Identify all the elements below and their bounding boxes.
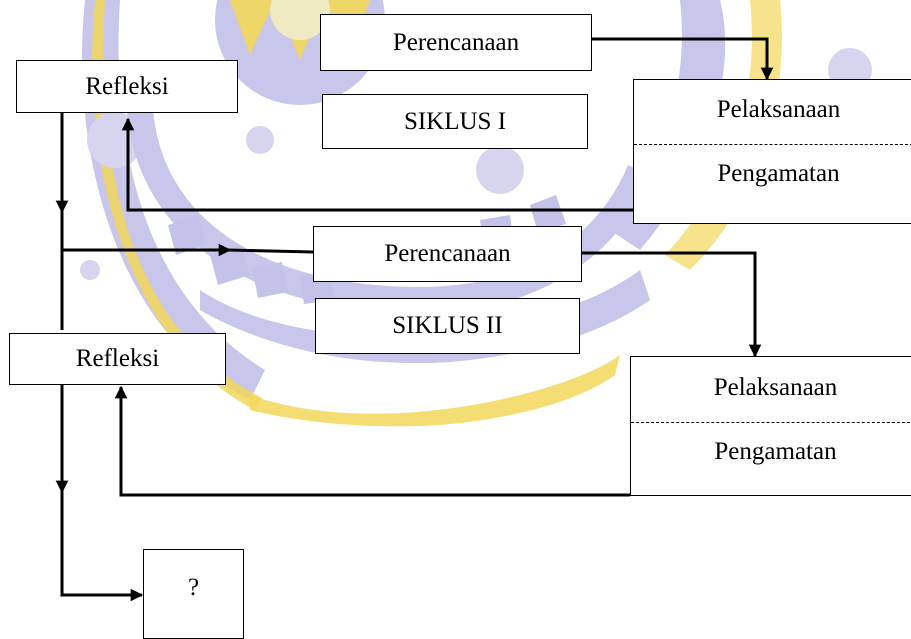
next-cycle-box: ? [143, 549, 244, 639]
reflection-label-cycle-2: Refleksi [75, 345, 160, 372]
arrow-observation1-to-reflection1 [121, 117, 633, 212]
arrow-planning2-to-action2 [582, 251, 762, 358]
action-observation-divider-cycle-2 [631, 422, 911, 423]
planning-box-cycle-1: Perencanaan [320, 14, 592, 71]
observation-label-cycle-2: Pengamatan [714, 438, 837, 465]
watermark-right-band [560, 0, 782, 270]
line-into-planning2 [227, 248, 314, 254]
arrow-planning1-to-action1 [592, 37, 774, 81]
arrow-to-next-cycle [60, 490, 144, 602]
next-cycle-label: ? [187, 574, 200, 601]
cycle-1-label-box: SIKLUS I [322, 94, 588, 149]
reflection-label-cycle-1: Refleksi [85, 72, 169, 100]
action-label-cycle-1: Pelaksanaan [716, 96, 841, 123]
cycle-1-label: SIKLUS I [403, 107, 507, 135]
arrow-observation2-to-reflection2 [114, 385, 630, 497]
action-label-cycle-2: Pelaksanaan [713, 374, 838, 401]
planning-label-cycle-1: Perencanaan [392, 28, 520, 56]
action-observation-divider-cycle-1 [634, 144, 911, 145]
reflection-box-cycle-1: Refleksi [16, 60, 238, 113]
cycle-2-label-box: SIKLUS II [315, 298, 580, 354]
planning-label-cycle-2: Perencanaan [384, 240, 511, 267]
observation-label-cycle-1: Pengamatan [717, 160, 840, 187]
reflection-box-cycle-2: Refleksi [9, 333, 226, 385]
watermark-left-band [0, 0, 265, 410]
action-observation-box-cycle-1: Pelaksanaan Pengamatan [633, 79, 911, 224]
action-observation-box-cycle-2: Pelaksanaan Pengamatan [630, 356, 911, 496]
planning-box-cycle-2: Perencanaan [313, 226, 582, 282]
cycle-2-label: SIKLUS II [392, 312, 503, 339]
